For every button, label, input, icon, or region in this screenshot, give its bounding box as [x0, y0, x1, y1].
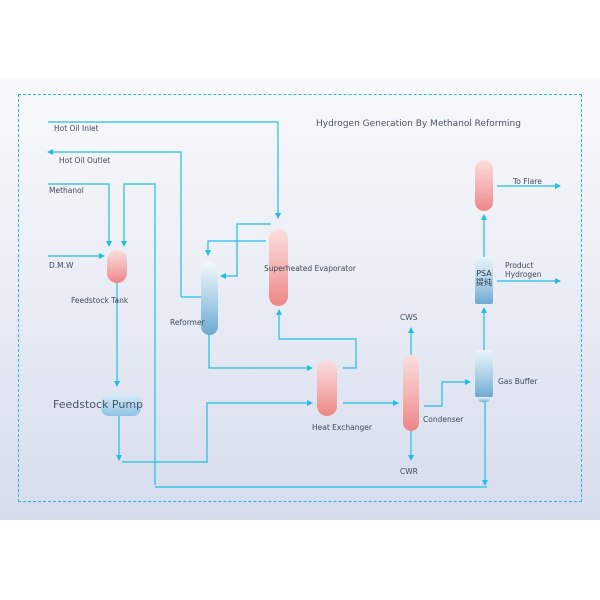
- pipe-recycle: [121, 183, 156, 485]
- pipe-evap-to-reformer-side: [220, 223, 271, 279]
- reformer: [201, 262, 218, 335]
- label-heat-exchanger: Heat Exchanger: [312, 423, 372, 432]
- label-superheated-evaporator: Superheated Evaporator: [264, 264, 356, 273]
- diagram-frame: [18, 94, 582, 502]
- label-psa-line1: PSA: [476, 269, 492, 278]
- label-condenser: Condenser: [423, 415, 464, 424]
- label-psa: PSA 提纯: [475, 269, 493, 288]
- flare-vessel: [475, 160, 493, 211]
- label-cws: CWS: [400, 313, 418, 322]
- feedstock-tank: [107, 250, 127, 283]
- gas-buffer: [475, 350, 493, 397]
- label-to-flare: To Flare: [513, 177, 542, 186]
- label-product-hydrogen-2: Hydrogen: [505, 270, 542, 279]
- gas-buffer-base: [478, 397, 490, 402]
- label-hot-oil-outlet: Hot Oil Outlet: [59, 156, 111, 165]
- label-psa-line2: 提纯: [476, 277, 492, 287]
- label-feedstock-tank: Feedstock Tank: [71, 296, 129, 305]
- label-gas-buffer: Gas Buffer: [498, 377, 538, 386]
- label-cwr: CWR: [400, 467, 418, 476]
- heat-exchanger: [317, 360, 337, 416]
- label-dmw: D.M.W: [49, 261, 74, 270]
- feedstock-pump: [101, 394, 141, 416]
- pipe-methanol: [48, 183, 112, 247]
- pipe-evap-to-reformer-top: [205, 240, 266, 256]
- condenser: [403, 355, 419, 431]
- label-feedstock-pump: Feedstock Pump: [53, 398, 144, 411]
- label-methanol: Methanol: [49, 186, 84, 195]
- pipe-condenser-to-buffer: [424, 379, 471, 407]
- label-reformer: Reformer: [170, 318, 205, 327]
- pipe-pump-to-hx: [122, 400, 313, 463]
- label-product-hydrogen-1: Product: [505, 261, 534, 270]
- diagram-title: Hydrogen Generation By Methanol Reformin…: [316, 119, 521, 129]
- pipe-hot-oil-outlet: [47, 149, 182, 297]
- pipe-reformer-to-hx: [208, 335, 313, 371]
- pipe-hx-to-evap: [276, 309, 357, 369]
- label-hot-oil-inlet: Hot Oil Inlet: [54, 124, 99, 133]
- superheated-evaporator: [269, 229, 288, 306]
- pipe-hot-oil-inlet: [48, 121, 281, 219]
- psa-unit: [475, 257, 493, 304]
